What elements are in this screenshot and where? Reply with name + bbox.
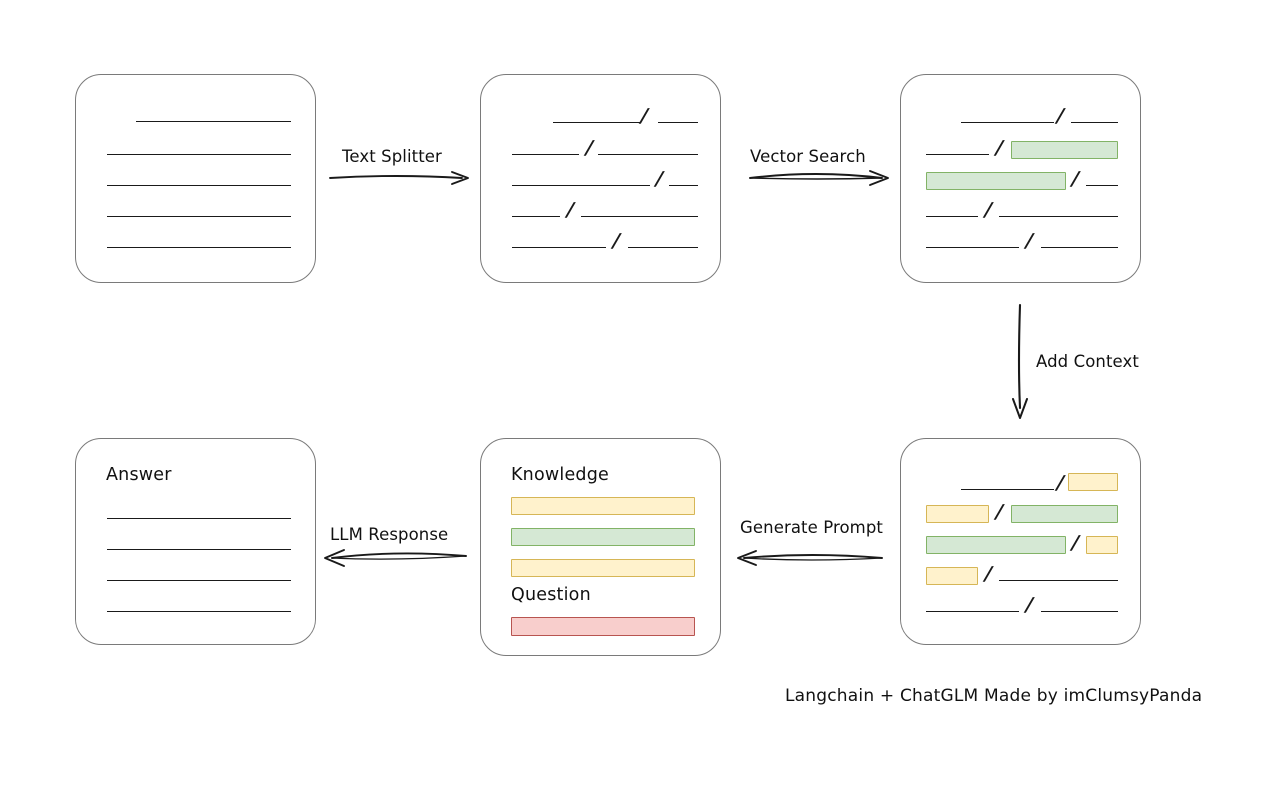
matched-chunk-green [1011, 141, 1118, 159]
text-line [136, 121, 291, 122]
text-line [926, 611, 1019, 612]
knowledge-chunk-yellow [511, 559, 695, 577]
text-line [961, 122, 1054, 123]
text-line [107, 185, 291, 186]
separator-slash: / [655, 168, 664, 190]
text-line [961, 489, 1054, 490]
separator-slash: / [640, 105, 649, 127]
text-line [628, 247, 698, 248]
edge-label-generate-prompt: Generate Prompt [740, 518, 883, 537]
knowledge-chunk-yellow [511, 497, 695, 515]
answer-label: Answer [106, 465, 172, 485]
matched-chunk-green [1011, 505, 1118, 523]
arrow-llm-response [324, 549, 467, 567]
answer-box[interactable]: Answer [75, 438, 316, 645]
separator-slash: / [995, 137, 1004, 159]
separator-slash: / [1056, 105, 1065, 127]
prompt-chunk-yellow [926, 505, 989, 523]
text-line [1041, 247, 1118, 248]
edge-label-add-context: Add Context [1036, 352, 1139, 371]
text-line [669, 185, 698, 186]
text-line [658, 122, 698, 123]
arrow-text-splitter [329, 171, 469, 185]
vector-matched-document-box[interactable]: / / / / / [900, 74, 1141, 283]
text-line [107, 518, 291, 519]
text-line [107, 247, 291, 248]
separator-slash: / [1071, 532, 1080, 554]
arrow-vector-search [749, 170, 889, 186]
text-line [926, 247, 1019, 248]
text-line [107, 580, 291, 581]
text-line [107, 216, 291, 217]
text-line [107, 611, 291, 612]
edge-label-vector-search: Vector Search [750, 147, 866, 166]
separator-slash: / [995, 501, 1004, 523]
text-line [512, 185, 650, 186]
text-line [1071, 122, 1118, 123]
separator-slash: / [984, 563, 993, 585]
separator-slash: / [1071, 168, 1080, 190]
text-line [999, 216, 1118, 217]
text-line [926, 216, 978, 217]
footer-credit: Langchain + ChatGLM Made by imClumsyPand… [785, 686, 1203, 706]
separator-slash: / [1025, 594, 1034, 616]
text-line [999, 580, 1118, 581]
edge-label-llm-response: LLM Response [330, 525, 449, 544]
matched-chunk-green [926, 172, 1066, 190]
arrow-add-context [1012, 303, 1028, 419]
text-line [1086, 185, 1118, 186]
question-chunk-red [511, 617, 695, 636]
prompt-chunk-yellow [926, 567, 978, 585]
text-line [512, 154, 579, 155]
separator-slash: / [585, 137, 594, 159]
prompt-chunk-yellow [1086, 536, 1118, 554]
text-line [512, 216, 560, 217]
prompt-chunk-yellow [1068, 473, 1118, 491]
context-document-box[interactable]: / / / / / [900, 438, 1141, 645]
text-line [107, 154, 291, 155]
text-line [553, 122, 641, 123]
arrow-generate-prompt [737, 550, 883, 566]
text-line [598, 154, 698, 155]
text-line [926, 154, 989, 155]
text-line [107, 549, 291, 550]
separator-slash: / [566, 199, 575, 221]
knowledge-chunk-green [511, 528, 695, 546]
separator-slash: / [612, 230, 621, 252]
edge-label-text-splitter: Text Splitter [342, 147, 442, 166]
source-document-box[interactable] [75, 74, 316, 283]
text-line [512, 247, 606, 248]
text-line [1041, 611, 1118, 612]
separator-slash: / [1025, 230, 1034, 252]
matched-chunk-green [926, 536, 1066, 554]
separator-slash: / [984, 199, 993, 221]
separator-slash: / [1056, 472, 1065, 494]
question-label: Question [511, 585, 591, 605]
text-line [581, 216, 698, 217]
split-document-box[interactable]: / / / / / [480, 74, 721, 283]
knowledge-label: Knowledge [511, 465, 609, 485]
prompt-box[interactable]: Knowledge Question [480, 438, 721, 656]
